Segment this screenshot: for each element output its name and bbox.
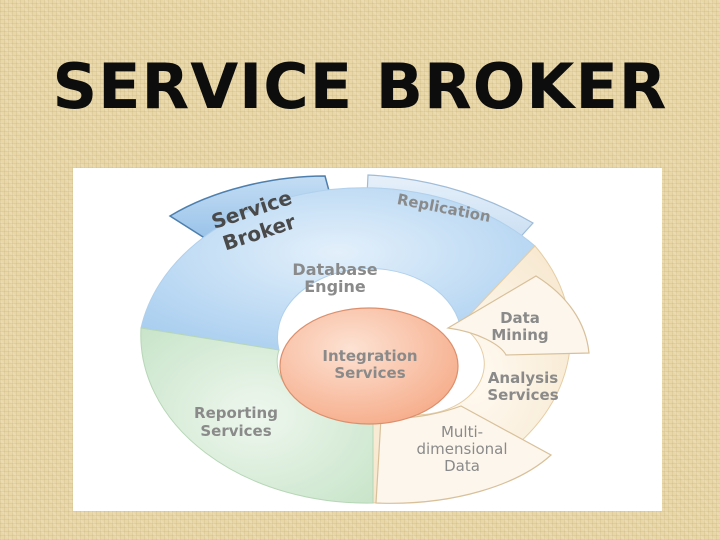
integration-services-circle (279, 307, 459, 425)
svg-text:Data: Data (500, 309, 540, 327)
svg-text:Mining: Mining (491, 326, 548, 344)
svg-text:dimensional: dimensional (416, 440, 507, 458)
multidimensional-data-label: Multi- dimensional Data (416, 423, 507, 475)
svg-text:Data: Data (444, 457, 480, 475)
svg-text:Analysis: Analysis (488, 369, 558, 387)
data-mining-label: Data Mining (491, 309, 548, 344)
slide-title: SERVICE BROKER (52, 50, 668, 123)
svg-text:Database: Database (292, 260, 377, 279)
analysis-services-label: Analysis Services (487, 369, 558, 404)
svg-text:Services: Services (334, 364, 405, 382)
integration-services-label: Integration Services (322, 347, 417, 382)
service-architecture-diagram: Service Broker Replication Database Engi… (140, 174, 590, 504)
svg-text:Services: Services (200, 422, 271, 440)
data-mining-tab (446, 275, 590, 356)
svg-text:Reporting: Reporting (194, 404, 278, 422)
svg-text:Integration: Integration (322, 347, 417, 365)
svg-text:Services: Services (487, 386, 558, 404)
svg-text:Multi-: Multi- (441, 423, 483, 441)
diagram-panel: Service Broker Replication Database Engi… (73, 168, 662, 511)
database-engine-label: Database Engine (292, 260, 377, 296)
svg-text:Engine: Engine (304, 277, 366, 296)
reporting-services-label: Reporting Services (194, 404, 278, 440)
